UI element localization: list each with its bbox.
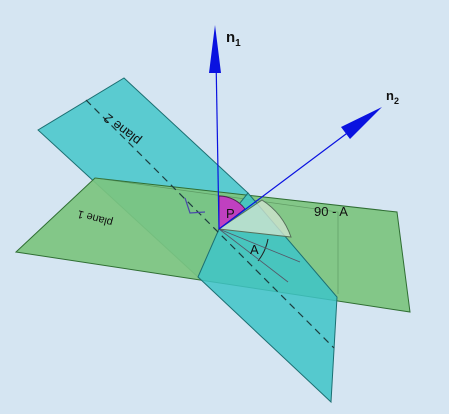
normal-vector-1-shaft (215, 56, 220, 230)
guide-line-2 (218, 228, 301, 263)
plane-2-axis (85, 99, 335, 349)
angle-label: A (250, 242, 259, 257)
normal-2-label: n2 (386, 88, 399, 106)
point-label: P (226, 206, 235, 221)
plane-2-lower (197, 192, 338, 404)
normal-vector-2-arrowhead (341, 107, 382, 139)
complement-angle-label: 90 - A (314, 204, 348, 219)
normal-vector-2-shaft (218, 130, 351, 230)
guide-line-1 (218, 228, 289, 283)
angle-arc (257, 238, 269, 262)
complement-angle-sector (217, 199, 292, 238)
normal-vector-1-arrowhead (209, 25, 221, 73)
normal-1-label: n1 (226, 29, 241, 49)
right-angle-marker (184, 197, 206, 214)
